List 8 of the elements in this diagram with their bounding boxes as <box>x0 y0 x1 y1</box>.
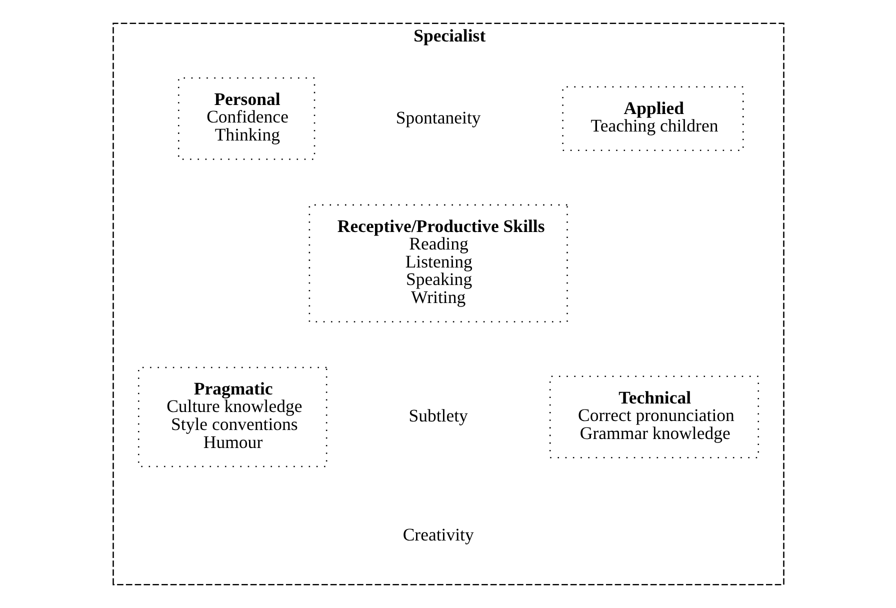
label: Creativity <box>402 524 474 544</box>
node-box: Receptive/Productive Skills Reading Listening Speaking Writing <box>308 204 568 322</box>
node-box: Pragmatic Culture knowledge Style conventions Humour <box>138 366 327 468</box>
node-box: Technical Correct pronunciation Grammar knowledge <box>548 376 758 458</box>
node-box: Applied Teaching children <box>562 86 744 151</box>
node-box: Personal Confidence Thinking <box>178 77 315 160</box>
label: Spontaneity <box>395 107 480 128</box>
label: Subtlety <box>408 406 468 426</box>
